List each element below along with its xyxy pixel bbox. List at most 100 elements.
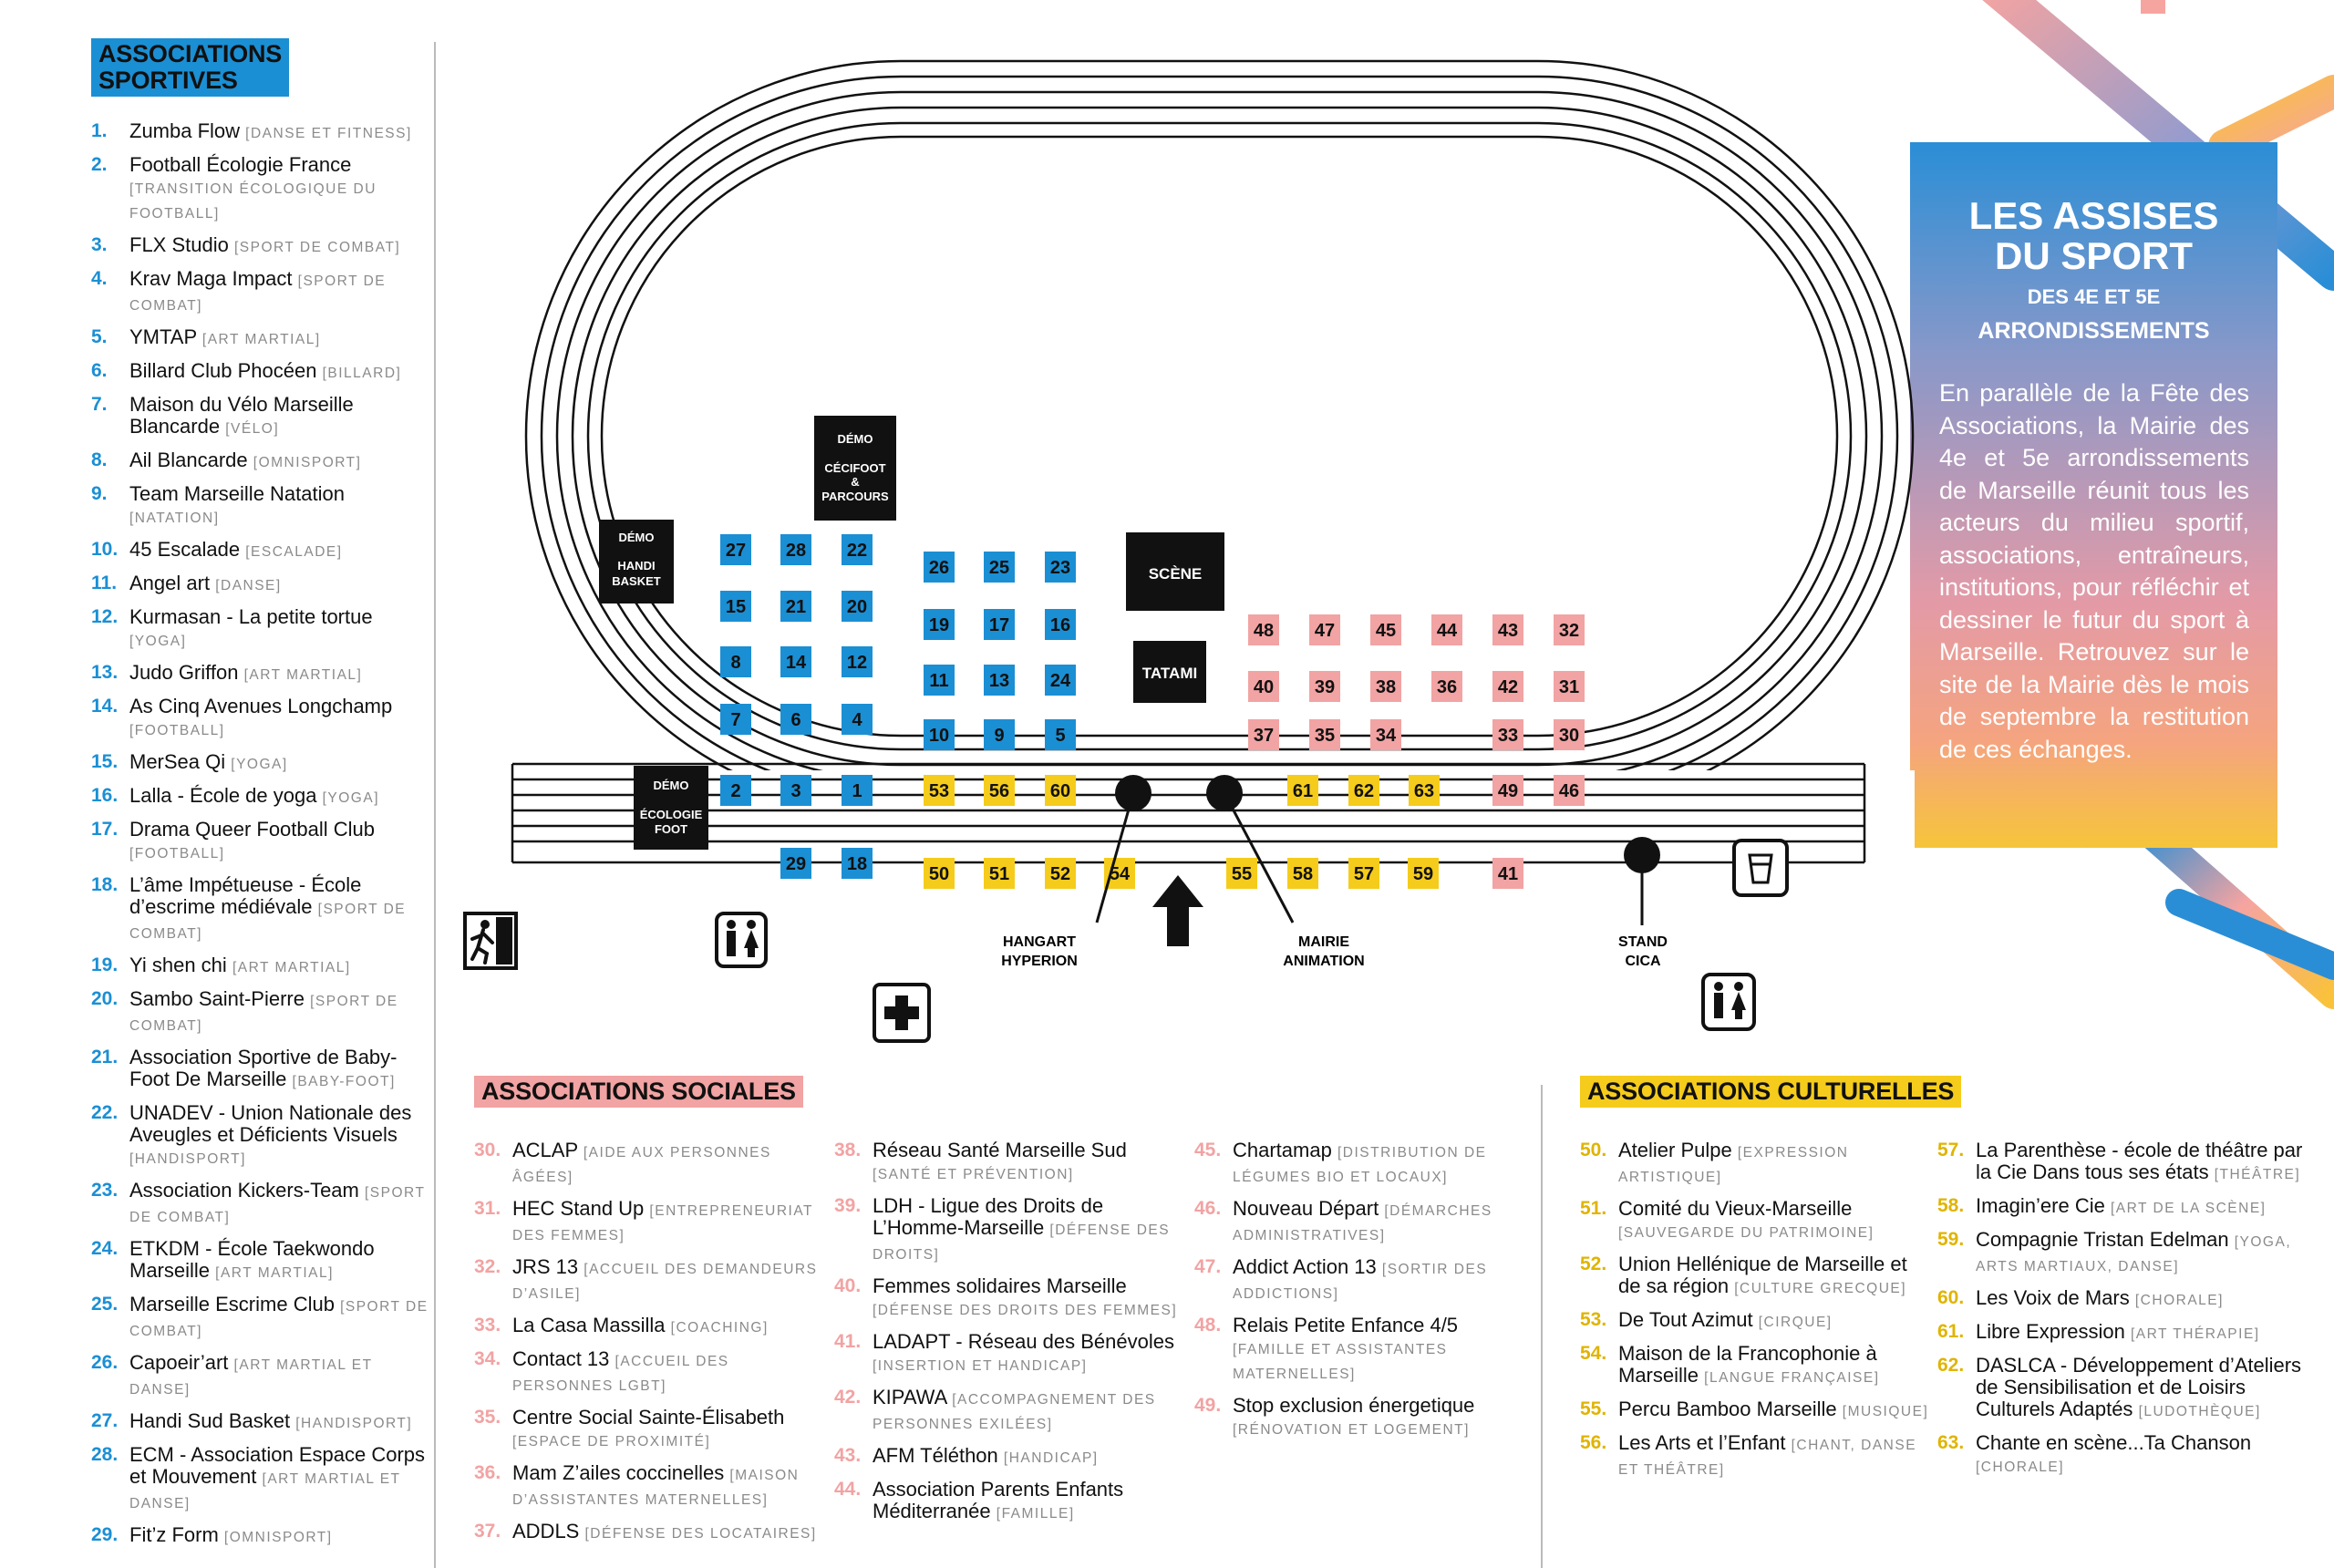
toilets-icon: [715, 912, 768, 968]
stand-number: 44: [1437, 621, 1458, 641]
stand-number: 38: [1376, 677, 1396, 697]
item-category: [danse et fitness]: [245, 126, 412, 141]
list-item: 24.ETKDM - École Taekwondo Marseille [ar…: [91, 1238, 430, 1284]
item-category: [transition écologique du football]: [129, 181, 377, 222]
item-number: 25.: [91, 1294, 119, 1315]
list-item: 11.Angel art [danse]: [91, 573, 430, 597]
item-number: 27.: [91, 1410, 119, 1431]
item-name: Union Hellénique de Marseille et de sa r…: [1618, 1253, 1907, 1297]
stand-18: [842, 848, 873, 879]
item-name: La Casa Massilla: [512, 1314, 666, 1336]
list-item: 20.Sambo Saint-Pierre [sport de combat]: [91, 988, 430, 1037]
stand-48: [1248, 614, 1279, 645]
item-category: [langue française]: [1704, 1370, 1880, 1386]
list-item: 47.Addict Action 13 [sortir des addictio…: [1194, 1256, 1536, 1305]
list-item: 49.Stop exclusion énergetique [rénovatio…: [1194, 1395, 1536, 1441]
demo-cecifoot-line4: PARCOURS: [821, 490, 889, 503]
item-number: 38.: [834, 1140, 862, 1161]
item-number: 12.: [91, 606, 119, 627]
item-category: [billard]: [322, 366, 402, 381]
item-number: 24.: [91, 1238, 119, 1259]
item-category: [art martial]: [201, 332, 321, 347]
list-item: 33.La Casa Massilla [coaching]: [474, 1315, 821, 1339]
item-category: [chorale]: [2134, 1293, 2224, 1308]
list-item: 28.ECM - Association Espace Corps et Mou…: [91, 1444, 430, 1515]
item-text: Association Kickers-Team [sport de comba…: [129, 1180, 430, 1229]
item-name: La Parenthèse - école de théâtre par la …: [1976, 1139, 2303, 1183]
stand-10: [924, 719, 955, 750]
item-name: Zumba Flow: [129, 119, 241, 142]
item-number: 23.: [91, 1180, 119, 1201]
item-number: 8.: [91, 449, 108, 470]
stand-37: [1248, 719, 1279, 750]
item-name: Maison du Vélo Marseille Blancarde: [129, 393, 354, 438]
item-number: 57.: [1937, 1140, 1965, 1161]
item-number: 10.: [91, 539, 119, 560]
item-name: Billard Club Phocéen: [129, 359, 317, 382]
intro-subtitle-line1: DES 4E ET 5E: [2027, 285, 2161, 308]
intro-title-line2: DU SPORT: [1994, 234, 2193, 277]
item-category: [accueil des demandeurs d’asile]: [512, 1262, 818, 1302]
item-category: [famille]: [996, 1506, 1075, 1522]
item-category: [handicap]: [1003, 1450, 1099, 1466]
stand-63: [1409, 775, 1440, 806]
item-category: [maison d’assistantes maternelles]: [512, 1468, 800, 1508]
stand-31: [1554, 671, 1585, 702]
item-name: Relais Petite Enfance 4/5: [1233, 1314, 1459, 1336]
item-category: [santé et prévention]: [873, 1167, 1074, 1182]
stand-19: [924, 609, 955, 640]
stand-number: 21: [786, 597, 806, 617]
culturelles-list-col1: 50.Atelier Pulpe [expression artistique]…: [1580, 1140, 1931, 1491]
list-item: 29.Fit’z Form [omnisport]: [91, 1524, 430, 1549]
item-text: Percu Bamboo Marseille [musique]: [1618, 1398, 1928, 1423]
list-item: 27.Handi Sud Basket [handisport]: [91, 1410, 430, 1435]
item-name: YMTAP: [129, 325, 197, 348]
item-name: Libre Expression: [1976, 1320, 2125, 1343]
stand-number: 4: [852, 710, 862, 730]
item-text: AFM Téléthon [handicap]: [873, 1445, 1099, 1470]
stand-number: 43: [1498, 621, 1518, 641]
list-item: 50.Atelier Pulpe [expression artistique]: [1580, 1140, 1931, 1189]
item-category: [football]: [129, 846, 225, 861]
stand-59: [1408, 858, 1439, 889]
item-category: [baby-foot]: [292, 1074, 396, 1089]
intro-body: En parallèle de la Fête des Associations…: [1939, 379, 2249, 763]
stand-50: [924, 858, 955, 889]
item-text: De Tout Azimut [cirque]: [1618, 1309, 1833, 1334]
list-item: 54.Maison de la Francophonie à Marseille…: [1580, 1343, 1931, 1389]
stand-number: 23: [1050, 558, 1070, 578]
item-name: Mam Z’ailes coccinelles: [512, 1461, 725, 1484]
stand-24: [1045, 665, 1076, 696]
item-text: As Cinq Avenues Longchamp [football]: [129, 696, 430, 742]
stand-number: 16: [1050, 615, 1070, 635]
item-category: [art martial]: [232, 960, 351, 975]
item-number: 6.: [91, 360, 108, 381]
item-text: Stop exclusion énergetique [rénovation e…: [1233, 1395, 1536, 1441]
item-number: 39.: [834, 1195, 862, 1216]
stand-44: [1431, 614, 1462, 645]
item-text: Capoeir’art [art martial et danse]: [129, 1352, 430, 1401]
stand-number: 50: [929, 864, 949, 884]
stand-number: 3: [790, 781, 800, 801]
stand-number: 61: [1293, 781, 1313, 801]
item-number: 35.: [474, 1407, 501, 1428]
item-category: [sport de combat]: [129, 902, 407, 942]
list-item: 23. Association Kickers-Team [sport de co…: [91, 1180, 430, 1229]
stand-40: [1248, 671, 1279, 702]
stand-14: [780, 646, 811, 677]
demo-ecologie-line1: DÉMO: [654, 779, 689, 792]
item-name: Angel art: [129, 572, 211, 594]
stand-34: [1370, 719, 1401, 750]
divider-bottom: [1541, 1085, 1543, 1568]
item-category: [vélo]: [225, 421, 280, 437]
stand-number: 36: [1437, 677, 1457, 697]
intro-subtitle-line2: ARRONDISSEMENTS: [1978, 318, 2210, 344]
item-name: ECM - Association Espace Corps et Mouvem…: [129, 1443, 426, 1488]
item-text: Comité du Vieux-Marseille [sauvegarde du…: [1618, 1198, 1931, 1244]
item-name: Judo Griffon: [129, 661, 239, 684]
stand-1: [842, 775, 873, 806]
item-text: Addict Action 13 [sortir des addictions]: [1233, 1256, 1536, 1305]
first-aid-icon: [873, 983, 931, 1043]
list-item: 16.Lalla - École de yoga [yoga]: [91, 785, 430, 810]
